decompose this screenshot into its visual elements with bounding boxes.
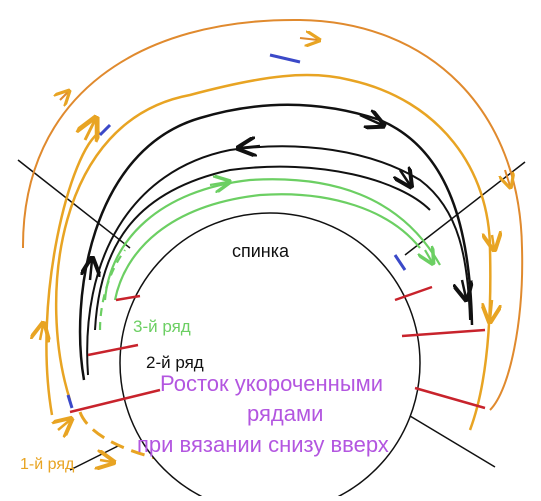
row3-label: 3-й ряд (133, 317, 191, 336)
row2-arrow-top (359, 115, 382, 125)
row2-label: 2-й ряд (146, 353, 204, 372)
row1-arc-outer (54, 73, 492, 431)
row2-arrow-left (90, 260, 92, 281)
blue-tip-upper-left (98, 123, 112, 137)
row2-arc-inner (94, 165, 431, 331)
outer-arc-arrow-top (299, 38, 318, 40)
title-line-1: Росток укороченными (160, 371, 384, 396)
red-mark-right-2 (401, 328, 486, 338)
row3-arc-dashed (98, 249, 126, 331)
row1-arrow-right-2 (490, 299, 492, 320)
red-mark-right-3 (414, 386, 486, 410)
row2-arc-mid (86, 145, 471, 376)
row3-arc-inner (113, 193, 421, 301)
row1-arrow-left (85, 120, 95, 140)
row3-arrow (209, 182, 228, 185)
back-circle (119, 212, 421, 501)
row1-arrow-left-2 (40, 325, 43, 340)
row1-label: 1-й ряд (20, 456, 75, 473)
blue-tip-right (393, 254, 407, 271)
row1-dashed-arrow (58, 420, 70, 430)
blue-tip-top (269, 53, 301, 64)
red-mark-left-2 (87, 343, 139, 357)
outer-arc-arrow-right (505, 169, 510, 186)
row2-arc-outer (78, 103, 474, 381)
guide-line-top-left (17, 159, 131, 249)
row2-arrow-mid (240, 146, 261, 148)
guide-line-bottom-right (399, 409, 496, 468)
guide-line-bottom-left (69, 444, 121, 471)
row2-arrow-right-2 (462, 279, 466, 298)
outer-arc-arrow-left (60, 92, 68, 100)
red-mark-left-3 (69, 388, 161, 414)
row2-arrow-right (400, 170, 410, 185)
row1-arc-inner (45, 130, 101, 416)
blue-tips (66, 53, 407, 409)
row3-arc-outer (103, 178, 441, 301)
row3-arrow-right (425, 250, 432, 262)
title-line-3: при вязании снизу вверх (137, 432, 389, 457)
blue-tip-left (66, 394, 74, 409)
row1-arrow-right (492, 235, 494, 248)
back-label: спинка (232, 241, 290, 261)
title-line-2: рядами (247, 401, 324, 426)
red-mark-right-1 (394, 285, 433, 302)
red-mark-left-1 (115, 294, 141, 302)
row1-dashed-arrow-2 (100, 460, 112, 462)
outer-arc (21, 18, 524, 411)
red-marks (69, 285, 486, 414)
